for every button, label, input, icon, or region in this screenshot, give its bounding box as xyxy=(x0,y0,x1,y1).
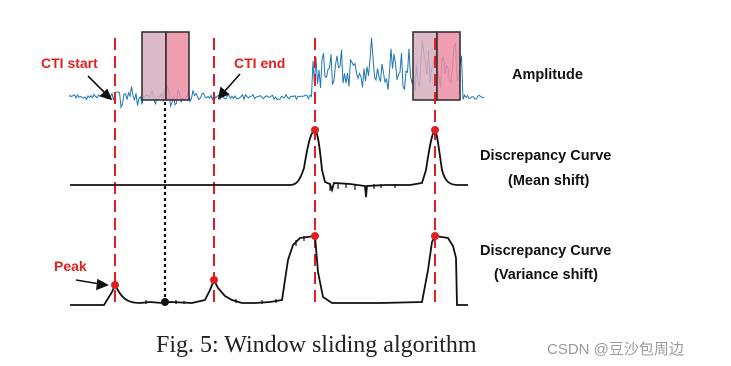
figure-caption: Fig. 5: Window sliding algorithm xyxy=(156,332,477,358)
annotation-arrows xyxy=(75,73,241,291)
peak-point-var-2 xyxy=(210,276,218,284)
csdn-watermark: CSDN @豆沙包周边 xyxy=(547,341,684,358)
mean-shift-label-line2: (Mean shift) xyxy=(508,173,590,189)
variance-shift-label-line1: Discrepancy Curve xyxy=(480,243,611,259)
arrow-cti-start xyxy=(87,75,107,95)
peak-point-var-4 xyxy=(431,232,439,240)
variance-shift-noise xyxy=(145,236,305,304)
peak-point-var-1 xyxy=(111,281,119,289)
arrow-peak xyxy=(75,279,101,285)
sliding-window-left xyxy=(141,31,190,101)
window-center-point xyxy=(161,298,169,306)
peak-label: Peak xyxy=(54,258,87,274)
peak-point-var-3 xyxy=(311,232,319,240)
variance-shift-label-line2: (Variance shift) xyxy=(494,267,598,283)
variance-shift-curve xyxy=(70,234,468,306)
peak-points xyxy=(111,126,439,289)
cti-markers xyxy=(114,38,436,305)
mean-shift-curve xyxy=(70,128,468,198)
peak-point-mean-1 xyxy=(311,126,319,134)
peak-point-mean-2 xyxy=(431,126,439,134)
arrow-cti-end xyxy=(223,73,241,93)
mean-shift-noise xyxy=(329,183,396,191)
sliding-window-right xyxy=(412,31,461,101)
cti-start-label: CTI start xyxy=(41,55,98,71)
amplitude-label: Amplitude xyxy=(512,67,583,83)
mean-shift-label-line1: Discrepancy Curve xyxy=(480,148,611,164)
cti-end-label: CTI end xyxy=(234,55,285,71)
